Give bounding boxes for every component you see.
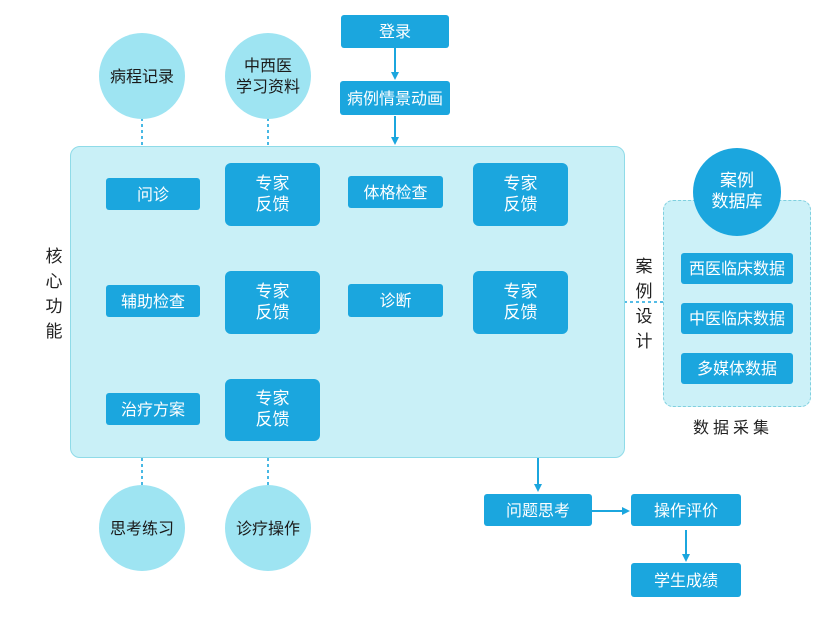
feedback-line: 反馈 <box>255 410 290 430</box>
auxiliary-exam-step[interactable]: 辅助检查 <box>106 285 200 317</box>
login-button[interactable]: 登录 <box>341 15 449 48</box>
data-collection-caption: 数据采集 <box>693 418 774 437</box>
learning-material-line-2: 学习资料 <box>235 77 300 96</box>
case-database-circle[interactable]: 案例数据库 <box>693 148 781 236</box>
core-label-char: 核 <box>45 247 63 267</box>
expert-line: 专家 <box>503 281 538 302</box>
database-title-line-2: 数据库 <box>711 192 763 212</box>
case-animation-box[interactable]: 病例情景动画 <box>340 81 450 115</box>
expert-line: 专家 <box>255 389 290 409</box>
case-design-char: 计 <box>635 332 653 352</box>
expert-feedback-5[interactable]: 专家反馈 <box>225 379 320 441</box>
core-label-char: 心 <box>45 272 63 292</box>
expert-line: 专家 <box>255 173 290 194</box>
operation-circle[interactable]: 诊疗操作 <box>225 485 311 571</box>
core-label-char: 功 <box>45 297 63 317</box>
evaluation-box[interactable]: 操作评价 <box>631 494 741 526</box>
western-clinical-data[interactable]: 西医临床数据 <box>681 253 793 284</box>
treatment-plan-step[interactable]: 治疗方案 <box>106 393 200 425</box>
physical-exam-step[interactable]: 体格检查 <box>348 176 443 208</box>
feedback-line: 反馈 <box>255 302 290 323</box>
case-design-char: 设 <box>635 307 653 327</box>
feedback-line: 反馈 <box>503 194 538 215</box>
course-record-circle[interactable]: 病程记录 <box>99 33 185 119</box>
core-label-char: 能 <box>45 322 63 342</box>
database-title-line-1: 案例 <box>720 171 754 191</box>
expert-line: 专家 <box>503 173 538 194</box>
chinese-clinical-data[interactable]: 中医临床数据 <box>681 303 793 334</box>
reflection-box[interactable]: 问题思考 <box>484 494 592 526</box>
expert-line: 专家 <box>255 281 290 302</box>
inquiry-step[interactable]: 问诊 <box>106 178 200 210</box>
expert-feedback-3[interactable]: 专家反馈 <box>225 271 320 334</box>
student-grade-box[interactable]: 学生成绩 <box>631 563 741 597</box>
expert-feedback-4[interactable]: 专家反馈 <box>473 271 568 334</box>
learning-material-circle[interactable]: 中西医学习资料 <box>225 33 311 119</box>
feedback-line: 反馈 <box>255 194 290 215</box>
expert-feedback-2[interactable]: 专家反馈 <box>473 163 568 226</box>
learning-material-line-1: 中西医 <box>243 56 292 75</box>
multimedia-data[interactable]: 多媒体数据 <box>681 353 793 384</box>
feedback-line: 反馈 <box>503 302 538 323</box>
case-design-label: 案 例 设 计 <box>632 255 656 355</box>
core-functions-label: 核 心 功 能 <box>42 245 66 345</box>
diagnosis-step[interactable]: 诊断 <box>348 284 443 317</box>
case-design-char: 案 <box>635 257 653 277</box>
practice-circle[interactable]: 思考练习 <box>99 485 185 571</box>
case-design-char: 例 <box>635 282 653 302</box>
expert-feedback-1[interactable]: 专家反馈 <box>225 163 320 226</box>
